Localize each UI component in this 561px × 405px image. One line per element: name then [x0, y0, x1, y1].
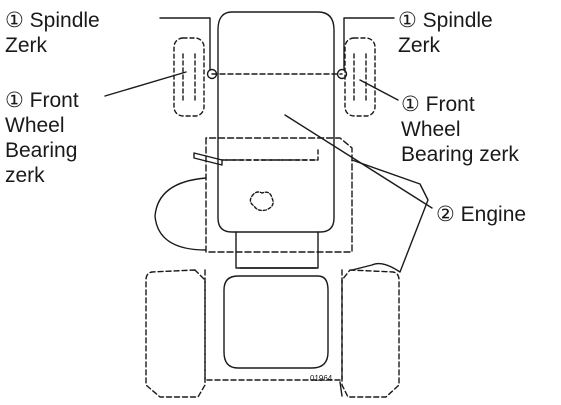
left-deck-bulge: [154, 177, 207, 251]
leader-spindle-right: [343, 17, 395, 71]
label-line: Wheel: [5, 114, 65, 137]
leader-engine: [284, 114, 433, 209]
spindle-zerk-right: [336, 68, 348, 80]
label-engine: ② Engine: [436, 202, 526, 227]
label-spindle-zerk-left: ① Spindle Zerk: [5, 8, 100, 58]
front-wheel-right: [344, 37, 376, 117]
leader-spindle-left: [159, 17, 211, 71]
label-spindle-zerk-right: ① Spindle Zerk: [398, 8, 493, 58]
label-line: Wheel: [401, 118, 461, 141]
mower-deck-outline: [205, 137, 353, 253]
code-tick: [339, 381, 343, 397]
label-line: Bearing: [5, 139, 78, 162]
label-line: Engine: [460, 203, 527, 226]
label-line: Spindle: [422, 9, 493, 32]
discharge-chute: [351, 159, 429, 273]
label-line: Front: [425, 93, 475, 116]
leader-wheel-right: [359, 79, 399, 101]
figure-code: 01964: [310, 374, 333, 383]
seat-base: [235, 231, 319, 269]
label-line: zerk: [5, 164, 45, 187]
spindle-zerk-left: [206, 68, 218, 80]
callout-number: ②: [436, 203, 455, 226]
label-line: Front: [29, 89, 79, 112]
throttle-lever: [193, 152, 223, 166]
seat: [223, 275, 329, 369]
label-front-wheel-bearing-left: ① Front Wheel Bearing zerk: [5, 88, 79, 188]
rear-deck-outline: [204, 269, 343, 381]
engine-blob: [249, 191, 274, 212]
callout-number: ①: [398, 9, 417, 32]
label-line: Spindle: [29, 9, 100, 32]
hood: [217, 11, 335, 233]
label-front-wheel-bearing-right: ① Front Wheel Bearing zerk: [401, 92, 519, 167]
front-wheel-left: [173, 37, 205, 117]
callout-number: ①: [5, 9, 24, 32]
rear-wheel-right: [341, 269, 400, 398]
engine-bracket: [221, 149, 319, 161]
label-line: Zerk: [398, 34, 440, 57]
callout-number: ①: [401, 93, 420, 116]
label-line: Zerk: [5, 34, 47, 57]
label-line: Bearing zerk: [401, 143, 519, 166]
callout-number: ①: [5, 89, 24, 112]
rear-wheel-left: [145, 269, 206, 398]
leader-wheel-left: [104, 71, 187, 97]
